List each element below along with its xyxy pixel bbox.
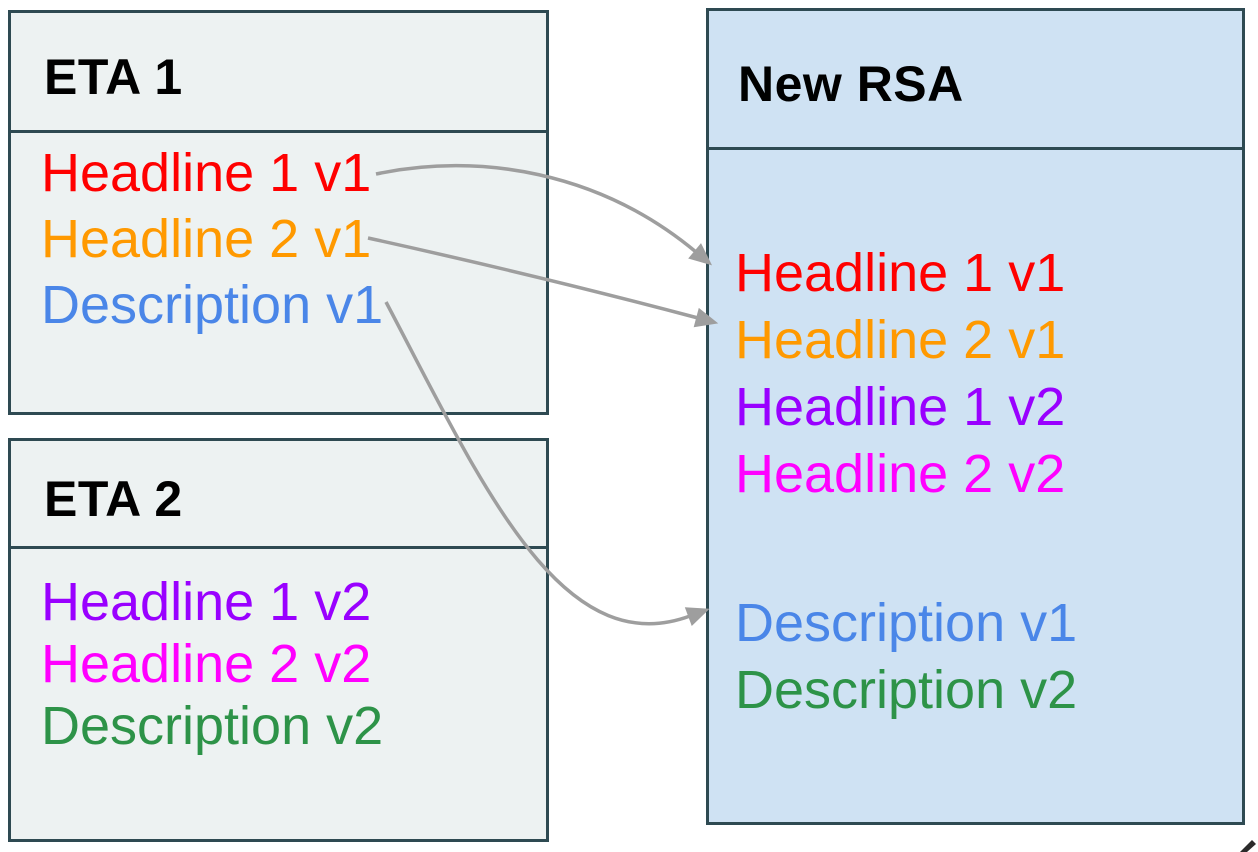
rsa-item-headline1-v1: Headline 1 v1: [735, 243, 1066, 303]
new-rsa-box: New RSA Headline 1 v1 Headline 2 v1 Head…: [706, 8, 1245, 825]
eta1-title: ETA 1: [44, 48, 183, 105]
rsa-item-description-v1: Description v1: [735, 593, 1078, 653]
eta1-item-description: Description v1: [41, 275, 384, 335]
new-rsa-headlines-group: Headline 1 v1 Headline 2 v1 Headline 1 v…: [735, 240, 1242, 508]
rsa-item-headline1-v2: Headline 1 v2: [735, 377, 1066, 437]
cursor-artifact: [1240, 840, 1256, 852]
eta1-item-headline2: Headline 2 v1: [41, 209, 372, 269]
eta2-box: ETA 2 Headline 1 v2 Headline 2 v2 Descri…: [8, 438, 549, 842]
eta2-item-description: Description v2: [41, 696, 384, 756]
eta2-item-headline2: Headline 2 v2: [41, 634, 372, 694]
new-rsa-header: New RSA: [709, 11, 1242, 150]
eta1-header: ETA 1: [11, 13, 546, 133]
eta2-header: ETA 2: [11, 441, 546, 549]
eta2-item-headline1: Headline 1 v2: [41, 572, 372, 632]
eta2-title: ETA 2: [44, 470, 183, 527]
eta1-item-headline1: Headline 1 v1: [41, 143, 372, 203]
eta2-body: Headline 1 v2 Headline 2 v2 Description …: [11, 549, 546, 839]
new-rsa-body: Headline 1 v1 Headline 2 v1 Headline 1 v…: [709, 150, 1242, 822]
eta1-body: Headline 1 v1 Headline 2 v1 Description …: [11, 133, 546, 412]
new-rsa-title: New RSA: [738, 56, 964, 112]
rsa-item-headline2-v1: Headline 2 v1: [735, 310, 1066, 370]
rsa-item-description-v2: Description v2: [735, 660, 1078, 720]
new-rsa-descriptions-group: Description v1 Description v2: [735, 590, 1242, 724]
rsa-item-headline2-v2: Headline 2 v2: [735, 444, 1066, 504]
eta1-box: ETA 1 Headline 1 v1 Headline 2 v1 Descri…: [8, 10, 549, 415]
